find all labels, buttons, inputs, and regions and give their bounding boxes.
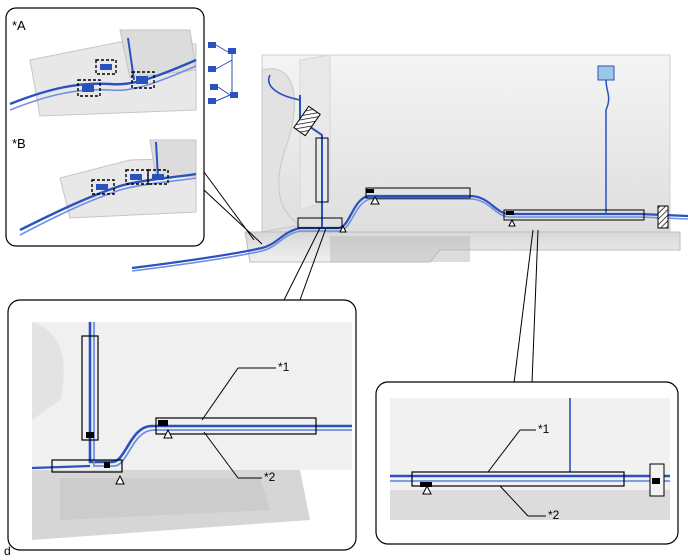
box-right-run — [503, 209, 645, 221]
callout-right-star1: *1 — [538, 422, 550, 436]
detail-box-low — [51, 459, 123, 473]
callout-left-star2: *2 — [264, 470, 276, 484]
wheel-arch-shape — [261, 68, 302, 233]
clip-box-b1 — [91, 179, 115, 195]
main-harness-2 — [131, 198, 688, 272]
connector-cluster — [208, 42, 238, 104]
pillar-harness — [268, 74, 301, 101]
tape-mark-upper — [293, 105, 321, 137]
box-vertical — [315, 137, 329, 203]
callout-right-star2: *2 — [548, 508, 560, 522]
detail-box-upper — [155, 417, 317, 435]
figure-code: d — [4, 544, 11, 558]
triangle-mark-3 — [508, 218, 516, 227]
callout-line-left-1 — [283, 227, 321, 301]
callout-line-inset-2 — [203, 189, 263, 245]
detail-box-vertical — [81, 335, 99, 441]
inset-label-a: *A — [12, 18, 26, 33]
triangle-mark-1 — [370, 195, 380, 205]
detail-right-box — [411, 471, 625, 487]
callout-line-right-1 — [513, 229, 534, 384]
clip-box-b2 — [125, 169, 149, 185]
callout-line-right-2 — [531, 229, 539, 384]
callout-left-star1: *1 — [278, 360, 290, 374]
triangle-mark-2 — [339, 224, 347, 233]
detail-lower-right — [375, 381, 679, 545]
main-body-view — [131, 42, 688, 384]
detail-lower-left — [7, 299, 357, 551]
inset-top-left — [5, 7, 205, 247]
right-drop-harness — [605, 79, 610, 214]
right-connector — [597, 65, 615, 81]
clip-box-a1 — [95, 59, 117, 75]
callout-line-left-2 — [299, 227, 327, 301]
clip-box-b3 — [147, 169, 169, 185]
tape-mark-right — [657, 205, 669, 229]
clip-box-a3 — [131, 71, 155, 89]
clip-box-a2 — [77, 79, 101, 97]
floor-shadow — [330, 236, 470, 262]
inset-label-b: *B — [12, 136, 26, 151]
